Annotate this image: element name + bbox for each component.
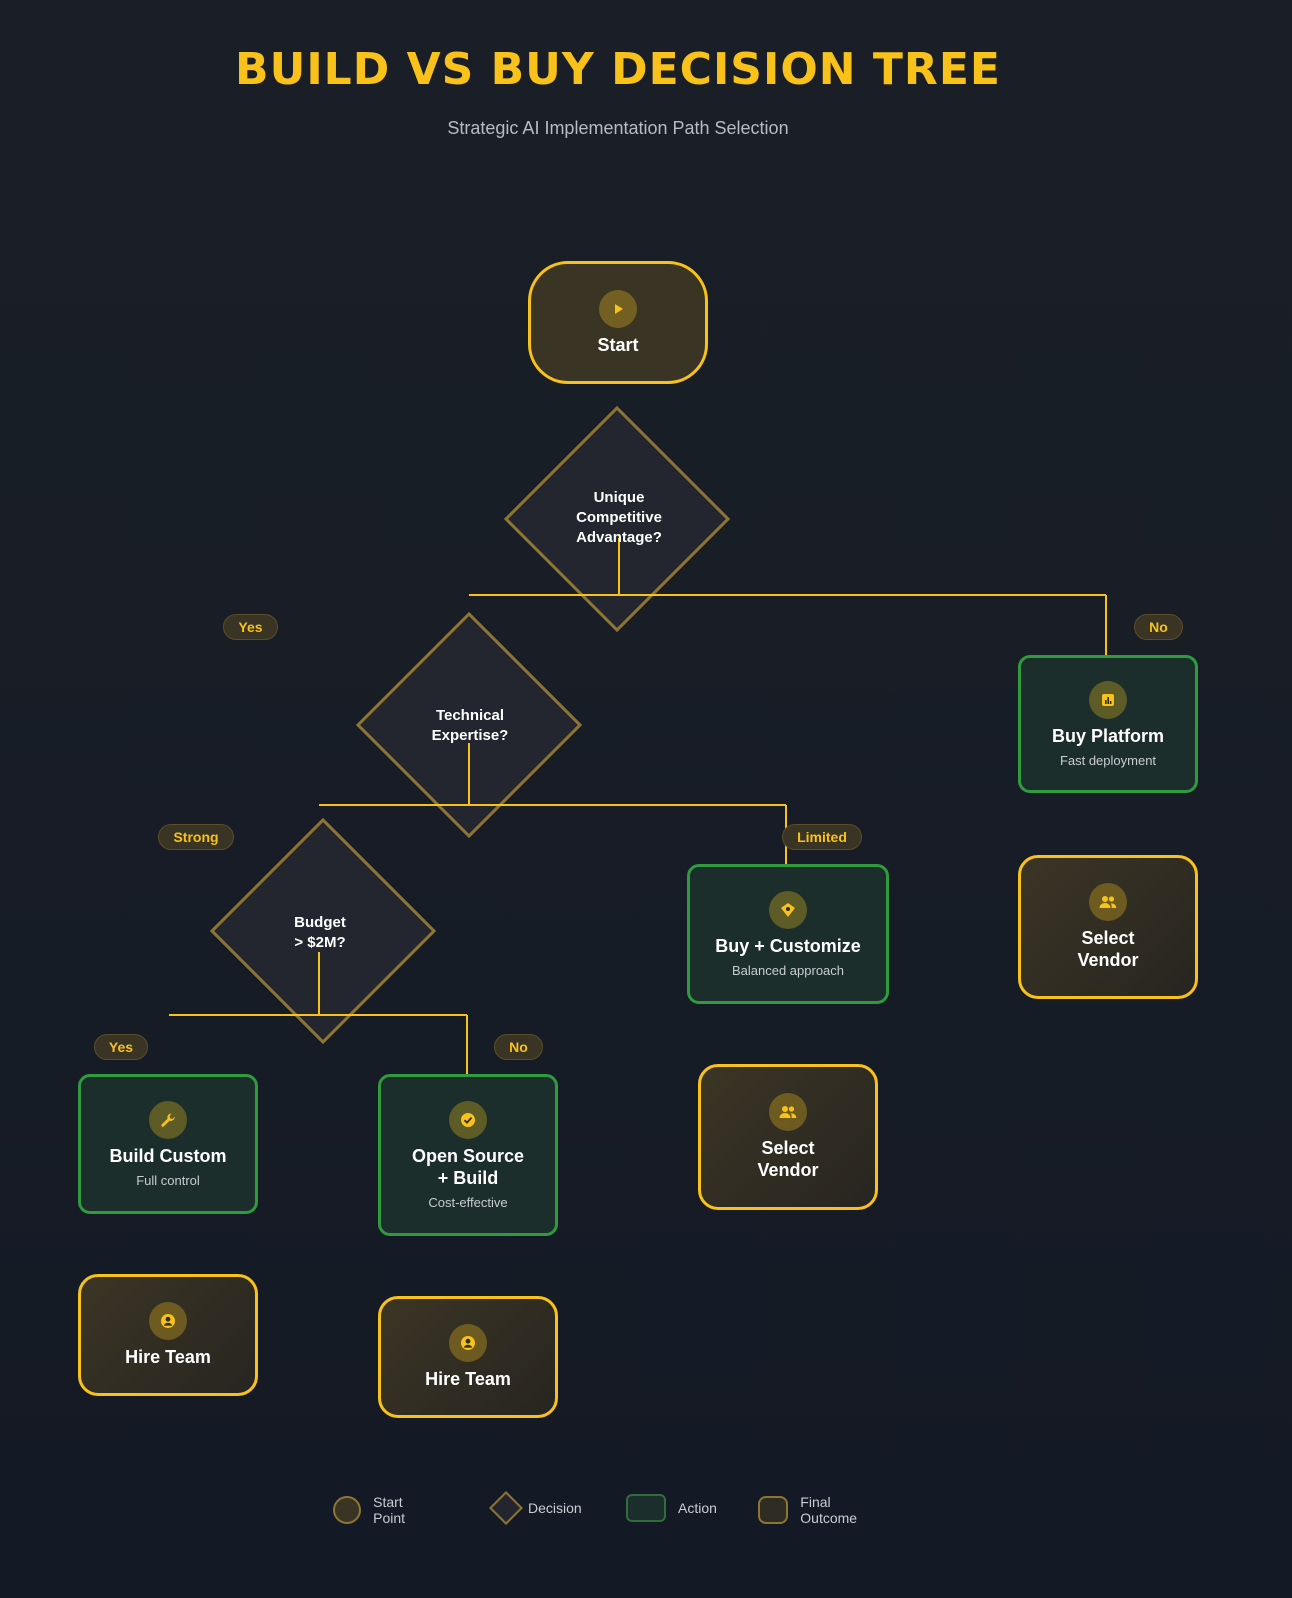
page-title: BUILD VS BUY DECISION TREE xyxy=(235,44,1001,95)
legend-outcome-swatch xyxy=(758,1496,789,1524)
select-vendor-mid-node[interactable]: Select Vendor xyxy=(698,1064,878,1210)
blend-icon xyxy=(769,890,807,929)
decision-expertise-line2: Expertise? xyxy=(431,727,509,744)
start-node[interactable]: Start xyxy=(528,261,708,384)
select-vendor-right-line2: Vendor xyxy=(1077,950,1139,970)
legend-item-start: Start Point xyxy=(333,1494,417,1526)
select-vendor-mid-line1: Select xyxy=(761,1138,815,1158)
open-source-node[interactable]: Open Source + Build Cost-effective xyxy=(378,1074,558,1236)
chart-icon xyxy=(1089,680,1127,719)
edge-label-expertise-strong: Strong xyxy=(158,824,234,850)
person-icon xyxy=(449,1324,487,1362)
decision-budget-text: Budget > $2M? xyxy=(240,913,400,953)
decision-expertise-text: Technical Expertise? xyxy=(390,706,550,746)
build-custom-label: Build Custom xyxy=(109,1145,227,1166)
open-source-label1: Open Source xyxy=(411,1145,525,1166)
decision-advantage-text: Unique Competitive Advantage? xyxy=(539,488,699,548)
select-vendor-mid-line2: Vendor xyxy=(757,1160,819,1180)
decision-advantage-line1: Unique xyxy=(593,489,645,506)
legend-start-label: Start Point xyxy=(373,1494,406,1526)
people-icon xyxy=(1089,883,1127,921)
wrench-icon xyxy=(149,1100,187,1139)
buy-platform-sub: Fast deployment xyxy=(1059,752,1157,768)
decision-budget-line2: > $2M? xyxy=(294,934,346,951)
edge-label-advantage-no: No xyxy=(1134,614,1183,640)
legend-outcome-label: Final Outcome xyxy=(800,1494,858,1526)
legend-decision-swatch xyxy=(489,1491,523,1525)
person-icon xyxy=(149,1302,187,1340)
decision-advantage-line3: Advantage? xyxy=(576,529,662,546)
select-vendor-right-line1: Select xyxy=(1081,928,1135,948)
legend-decision-label: Decision xyxy=(528,1500,582,1516)
legend-action-swatch xyxy=(626,1494,666,1522)
buy-customize-sub: Balanced approach xyxy=(731,962,845,978)
legend-item-action: Action xyxy=(626,1494,717,1522)
hire-team-left-label: Hire Team xyxy=(125,1347,211,1367)
decision-budget-line1: Budget xyxy=(294,914,346,931)
legend-item-outcome: Final Outcome xyxy=(758,1494,867,1526)
decision-expertise-line1: Technical xyxy=(435,707,505,724)
buy-platform-label: Buy Platform xyxy=(1051,725,1165,746)
buy-customize-label: Buy + Customize xyxy=(715,935,861,956)
play-icon xyxy=(599,289,637,328)
hire-team-mid-label: Hire Team xyxy=(425,1369,511,1389)
hire-team-left-node[interactable]: Hire Team xyxy=(78,1274,258,1396)
edge-label-expertise-limited: Limited xyxy=(782,824,862,850)
buy-platform-node[interactable]: Buy Platform Fast deployment xyxy=(1018,655,1198,793)
check-icon xyxy=(449,1100,487,1139)
edge-label-budget-no: No xyxy=(494,1034,543,1060)
start-label: Start xyxy=(597,334,639,355)
open-source-label2: + Build xyxy=(437,1167,499,1188)
page-subtitle: Strategic AI Implementation Path Selecti… xyxy=(447,118,789,138)
legend-start-swatch xyxy=(333,1496,362,1524)
open-source-sub: Cost-effective xyxy=(428,1194,508,1210)
decision-advantage-line2: Competitive xyxy=(576,509,662,526)
select-vendor-right-node[interactable]: Select Vendor xyxy=(1018,855,1198,999)
legend-action-label: Action xyxy=(678,1500,717,1516)
people-icon xyxy=(769,1093,807,1131)
hire-team-mid-node[interactable]: Hire Team xyxy=(378,1296,558,1418)
legend-item-decision: Decision xyxy=(489,1491,582,1525)
build-custom-sub: Full control xyxy=(136,1172,200,1188)
build-custom-node[interactable]: Build Custom Full control xyxy=(78,1074,258,1214)
edge-label-budget-yes: Yes xyxy=(94,1034,148,1060)
buy-customize-node[interactable]: Buy + Customize Balanced approach xyxy=(687,864,889,1004)
edge-label-advantage-yes: Yes xyxy=(223,614,278,640)
